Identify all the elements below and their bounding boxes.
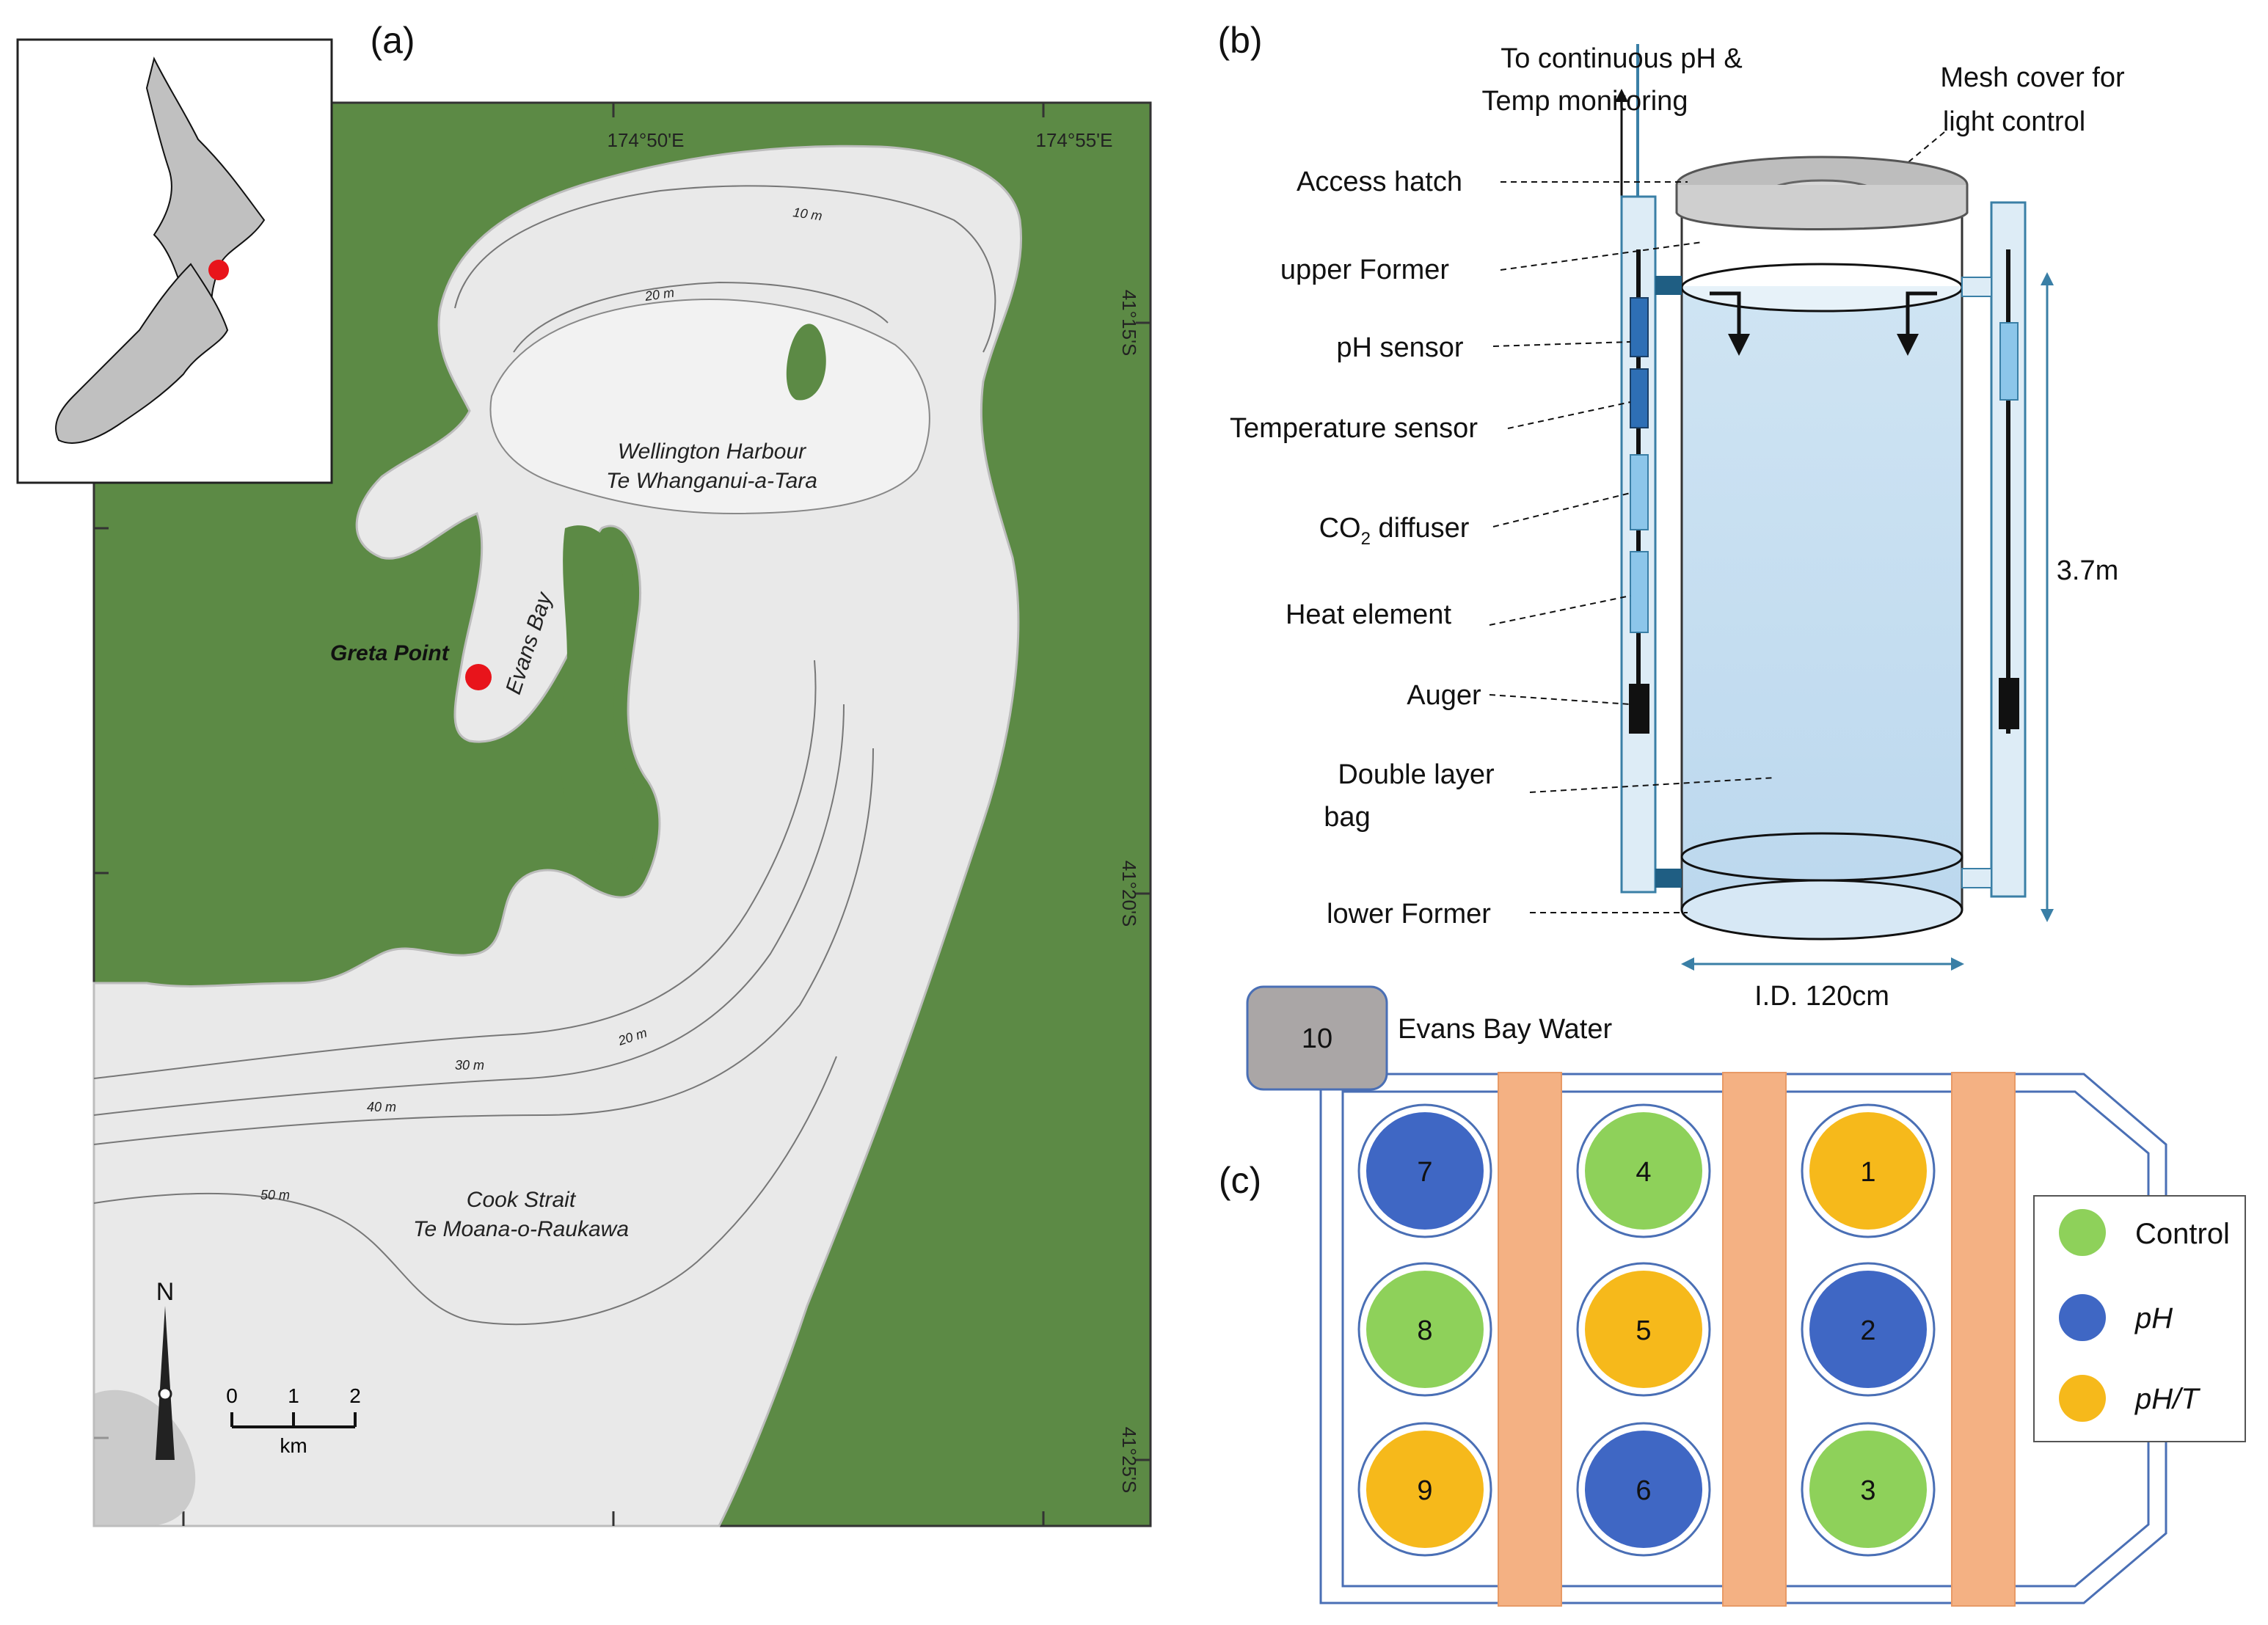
bag-label-6: 6 [1636, 1475, 1651, 1506]
walkway-2 [1722, 1072, 1787, 1607]
label-strait-2: Te Moana-o-Raukawa [413, 1217, 629, 1241]
bag-label-9: 9 [1417, 1475, 1432, 1506]
bag-7 [1366, 1112, 1484, 1230]
contour-coast-20m [93, 660, 817, 1079]
label-auger: Auger [1407, 680, 1481, 711]
walkway-1 [1498, 1072, 1562, 1607]
label-height: 3.7m [2057, 555, 2118, 586]
bag-4 [1585, 1112, 1702, 1230]
label-heat-element: Heat element [1286, 599, 1451, 630]
panel-c-label: (c) [1219, 1160, 1261, 1201]
panel-b-label: (b) [1217, 20, 1262, 61]
bag-3 [1809, 1431, 1927, 1548]
bag-label-8: 8 [1417, 1315, 1432, 1346]
temperature-sensor [1630, 368, 1649, 428]
bag-5 [1585, 1271, 1702, 1388]
label-diameter: I.D. 120cm [1754, 981, 1889, 1012]
panel-a-map: 174°50'E 174°55'E 41°15'S 41°20'S 41°25'… [92, 101, 1152, 1527]
legend-label-ph: pH [2134, 1302, 2173, 1334]
label-mesh-2: light control [1943, 106, 2085, 137]
label-mesh-1: Mesh cover for [1940, 62, 2125, 93]
panel-c-layout: (c) 10 Evans Bay Water 7 4 1 8 5 2 9 6 3 Control… [1219, 985, 2246, 1607]
legend-label-ph-t: pH/T [2134, 1383, 2200, 1415]
coord-lat3: 41°25'S [1118, 1427, 1140, 1494]
source-box [1246, 985, 1388, 1091]
heat-element [1630, 551, 1649, 633]
co2-diffuser [1630, 454, 1649, 530]
panel-a-label: (a) [370, 20, 415, 61]
bag-label-2: 2 [1860, 1315, 1875, 1346]
legend-swatch-ph-t [2059, 1375, 2106, 1422]
label-bag-1: Double layer [1338, 759, 1495, 790]
label-harbour-2: Te Whanganui-a-Tara [606, 469, 817, 493]
scale-tick-1: 1 [288, 1384, 299, 1407]
upper-former [1680, 263, 1963, 313]
label-bag-2: bag [1324, 802, 1370, 833]
bag-label-7: 7 [1417, 1157, 1432, 1188]
bag-6 [1585, 1431, 1702, 1548]
flow-arrow-right [1897, 291, 1937, 356]
panel-b-mesocosm: (b) To continuous pH & Temp monitoring M… [1217, 20, 2125, 1012]
map-evans-bay-land [560, 525, 639, 873]
inset-site-marker [208, 260, 229, 280]
scale-bar [230, 1412, 357, 1428]
map-island [786, 324, 826, 401]
bag-9 [1366, 1431, 1484, 1548]
source-id: 10 [1302, 1023, 1332, 1054]
label-upper-former: upper Former [1280, 255, 1450, 285]
bag-label-3: 3 [1860, 1475, 1875, 1506]
scale-unit: km [280, 1434, 307, 1457]
label-harbour-1: Wellington Harbour [618, 439, 806, 464]
legend-swatch-ph [2059, 1294, 2106, 1341]
label-ph-sensor: pH sensor [1336, 332, 1464, 363]
north-arrow: N [156, 1278, 175, 1460]
walkway-3 [1951, 1072, 2016, 1607]
bag-8 [1366, 1271, 1484, 1388]
contour-30m [93, 704, 845, 1116]
label-hatch: Access hatch [1297, 167, 1462, 197]
depth-label-5: 40 m [367, 1100, 396, 1114]
label-greta-point: Greta Point [330, 641, 451, 665]
mesocosm-bags: 7 4 1 8 5 2 9 6 3 [1357, 1103, 1936, 1557]
label-strait-1: Cook Strait [467, 1188, 577, 1212]
ph-sensor [1630, 297, 1649, 357]
flow-arrow-left [1710, 291, 1750, 356]
depth-label-4: 30 m [455, 1058, 484, 1073]
scale-tick-0: 0 [226, 1384, 238, 1407]
bag-label-4: 4 [1636, 1157, 1651, 1188]
bag-2 [1809, 1271, 1927, 1388]
contour-10m [454, 185, 996, 353]
label-monitor-1: To continuous pH & [1501, 43, 1743, 74]
inset-south-island [55, 263, 229, 444]
double-layer-bag [1682, 286, 1962, 910]
auger-right [1999, 678, 2019, 729]
contour-40m [93, 748, 874, 1145]
coord-lat2: 41°20'S [1118, 861, 1140, 927]
coord-lat1: 41°15'S [1118, 290, 1140, 357]
north-label: N [156, 1278, 175, 1306]
legend-label-control: Control [2135, 1218, 2230, 1250]
pontoon-frame-outer [1319, 1073, 2167, 1604]
pontoon-frame-inner [1341, 1090, 2150, 1588]
bag-1 [1809, 1112, 1927, 1230]
inset-map [16, 38, 333, 484]
auger-left [1629, 684, 1649, 734]
contour-20m [513, 281, 889, 353]
depth-label-6: 50 m [260, 1188, 290, 1202]
bag-label-5: 5 [1636, 1315, 1651, 1346]
lower-former-2 [1680, 879, 1963, 941]
label-monitor-2: Temp monitoring [1482, 86, 1688, 117]
bag-label-1: 1 [1860, 1157, 1875, 1188]
label-lower-former: lower Former [1327, 899, 1491, 930]
label-temperature-sensor: Temperature sensor [1230, 413, 1478, 444]
legend-swatch-control [2059, 1209, 2106, 1256]
contour-50m [93, 1056, 837, 1326]
scale-tick-2: 2 [349, 1384, 361, 1407]
coord-lon1: 174°50'E [607, 129, 684, 151]
label-co2-diffuser: CO2 diffuser [1319, 513, 1470, 549]
source-label: Evans Bay Water [1398, 1014, 1612, 1045]
coord-lon2: 174°55'E [1035, 129, 1112, 151]
site-greta-point [465, 664, 492, 690]
